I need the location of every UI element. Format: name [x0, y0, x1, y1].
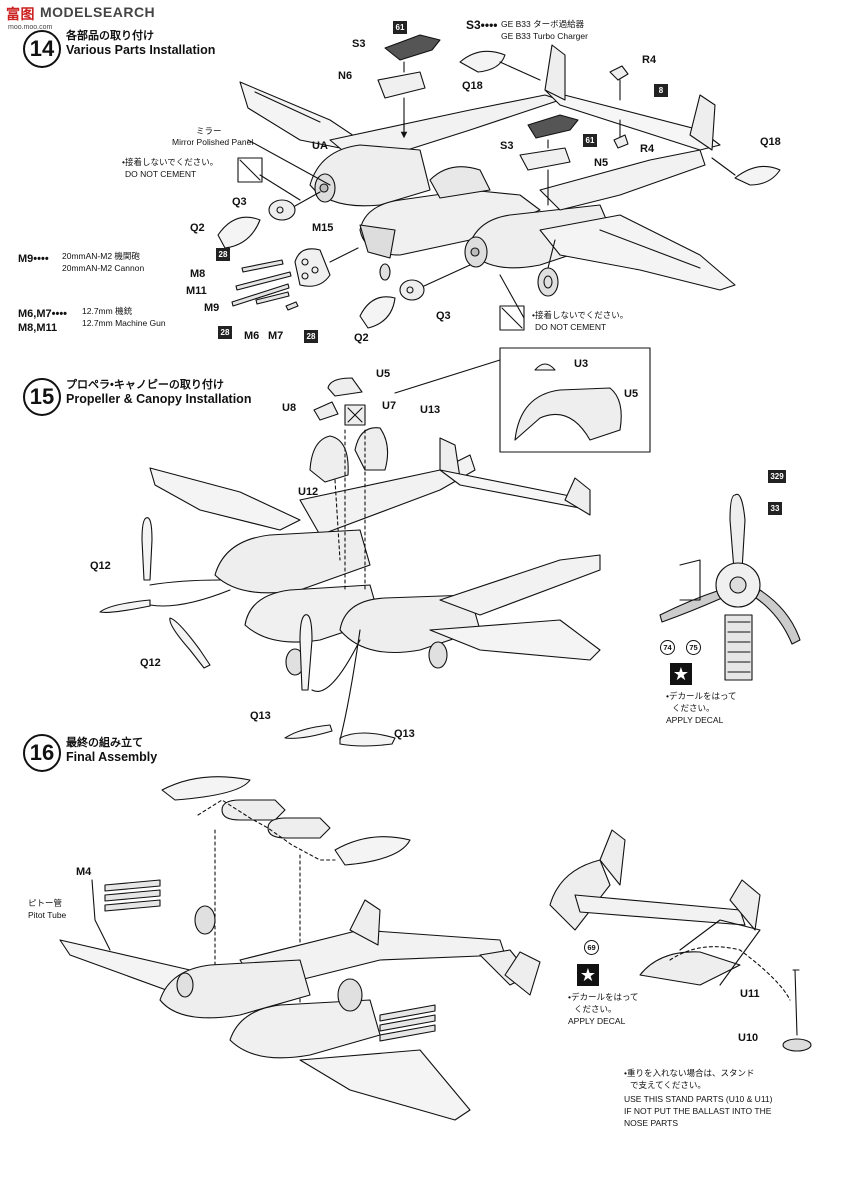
label-q12-bottom: Q12: [140, 657, 161, 669]
step16-number: 16: [23, 734, 61, 772]
watermark-logo: 富图: [6, 6, 35, 22]
mirror-jp: ミラー: [196, 126, 222, 136]
pitot-en: Pitot Tube: [28, 910, 67, 920]
decal-circle-69: 69: [584, 940, 599, 955]
label-u3: U3: [574, 358, 589, 370]
decal-box-329: 329: [768, 470, 786, 483]
step14-title-en: Various Parts Installation: [66, 43, 216, 57]
pitot-jp: ピトー管: [28, 898, 63, 908]
apply-decal-16-jp-1: •デカールをはって: [568, 992, 639, 1002]
step16-title-jp: 最終の組み立て: [66, 737, 143, 749]
apply-decal-16-en: APPLY DECAL: [568, 1016, 626, 1026]
label-m6: M6: [244, 330, 260, 342]
do-not-cement-top-jp: •接着しないでください。: [122, 157, 219, 167]
do-not-cement-bottom-jp: •接着しないでください。: [532, 310, 629, 320]
label-n5: N5: [594, 157, 609, 169]
label-r4-top: R4: [642, 54, 657, 66]
m6-code: M6,M7••••: [18, 308, 68, 320]
step15-title-jp: プロペラ•キャノピーの取り付け: [66, 379, 224, 391]
label-ua: UA: [312, 140, 328, 152]
mirror-en: Mirror Polished Panel: [172, 137, 254, 147]
label-u10: U10: [738, 1032, 759, 1044]
step14-aircraft-drawing: [217, 34, 781, 331]
label-u5-inset: U5: [624, 388, 639, 400]
m8-code: M8,M11: [18, 322, 58, 334]
label-m9: M9: [204, 302, 220, 314]
decal-circle-75: 75: [686, 640, 701, 655]
label-q18-left: Q18: [462, 80, 483, 92]
s3-note-jp: GE B33 ターボ過給器: [501, 19, 585, 29]
label-q3-bottom: Q3: [436, 310, 451, 322]
decal-box-33: 33: [768, 502, 782, 515]
s3-note-code: S3••••: [466, 18, 498, 32]
m9-code: M9••••: [18, 253, 49, 265]
label-q12-top: Q12: [90, 560, 111, 572]
ballast-jp-2: で支えてください。: [630, 1080, 706, 1090]
label-q13-left: Q13: [250, 710, 271, 722]
ballast-jp-1: •重りを入れない場合は、スタンド: [624, 1068, 755, 1078]
m9-en: 20mmAN-M2 Cannon: [62, 263, 145, 273]
apply-decal-15-jp-1: •デカールをはって: [666, 691, 737, 701]
step15-title-en: Propeller & Canopy Installation: [66, 392, 252, 406]
m9-jp: 20mmAN-M2 機関砲: [62, 251, 140, 261]
label-m8: M8: [190, 268, 206, 280]
decal-circle-74: 74: [660, 640, 675, 655]
label-n6: N6: [338, 70, 353, 82]
label-m11: M11: [186, 285, 207, 297]
part-box-28-c: 28: [304, 330, 318, 343]
label-q18-right: Q18: [760, 136, 781, 148]
star-decal-icon: ★: [670, 663, 692, 685]
step14-title-jp: 各部品の取り付け: [66, 30, 154, 42]
m6-jp: 12.7mm 機銃: [82, 306, 133, 316]
part-box-61-mid: 61: [583, 134, 597, 147]
label-s3-top: S3: [352, 38, 366, 50]
label-q2-top: Q2: [190, 222, 205, 234]
part-box-8: 8: [654, 84, 668, 97]
label-u8: U8: [282, 402, 297, 414]
apply-decal-15-en: APPLY DECAL: [666, 715, 724, 725]
do-not-cement-bottom-en: DO NOT CEMENT: [535, 322, 607, 332]
watermark-brand: MODELSEARCH: [40, 4, 156, 20]
step14-number: 14: [23, 30, 61, 68]
part-box-28-b: 28: [218, 326, 232, 339]
label-m4: M4: [76, 866, 92, 878]
label-s3-mid: S3: [500, 140, 514, 152]
step15-aircraft-drawing: [99, 347, 801, 747]
part-box-61-top: 61: [393, 21, 407, 34]
watermark-url: moo.moo.com: [8, 24, 53, 31]
label-r4-bottom: R4: [640, 143, 655, 155]
label-q13-right: Q13: [394, 728, 415, 740]
step16-title-en: Final Assembly: [66, 750, 158, 764]
apply-decal-16-jp-2: ください。: [574, 1004, 617, 1014]
ballast-en-1: USE THIS STAND PARTS (U10 & U11): [624, 1094, 773, 1104]
label-q3-top: Q3: [232, 196, 247, 208]
s3-note-en: GE B33 Turbo Charger: [501, 31, 588, 41]
step15-number: 15: [23, 378, 61, 416]
label-q2-bottom: Q2: [354, 332, 369, 344]
label-u11: U11: [740, 988, 760, 1000]
label-u7: U7: [382, 400, 397, 412]
part-box-28-a: 28: [216, 248, 230, 261]
label-m15: M15: [312, 222, 334, 234]
apply-decal-15-jp-2: ください。: [672, 703, 715, 713]
star-decal-icon-16: ★: [577, 964, 599, 986]
ballast-en-3: NOSE PARTS: [624, 1118, 679, 1128]
label-m7: M7: [268, 330, 284, 342]
label-u5-top: U5: [376, 368, 391, 380]
do-not-cement-top-en: DO NOT CEMENT: [125, 169, 197, 179]
step16-aircraft-drawing: [59, 776, 812, 1121]
m6-en: 12.7mm Machine Gun: [82, 318, 166, 328]
label-u13: U13: [420, 404, 441, 416]
label-u12: U12: [298, 486, 319, 498]
ballast-en-2: IF NOT PUT THE BALLAST INTO THE: [624, 1106, 772, 1116]
